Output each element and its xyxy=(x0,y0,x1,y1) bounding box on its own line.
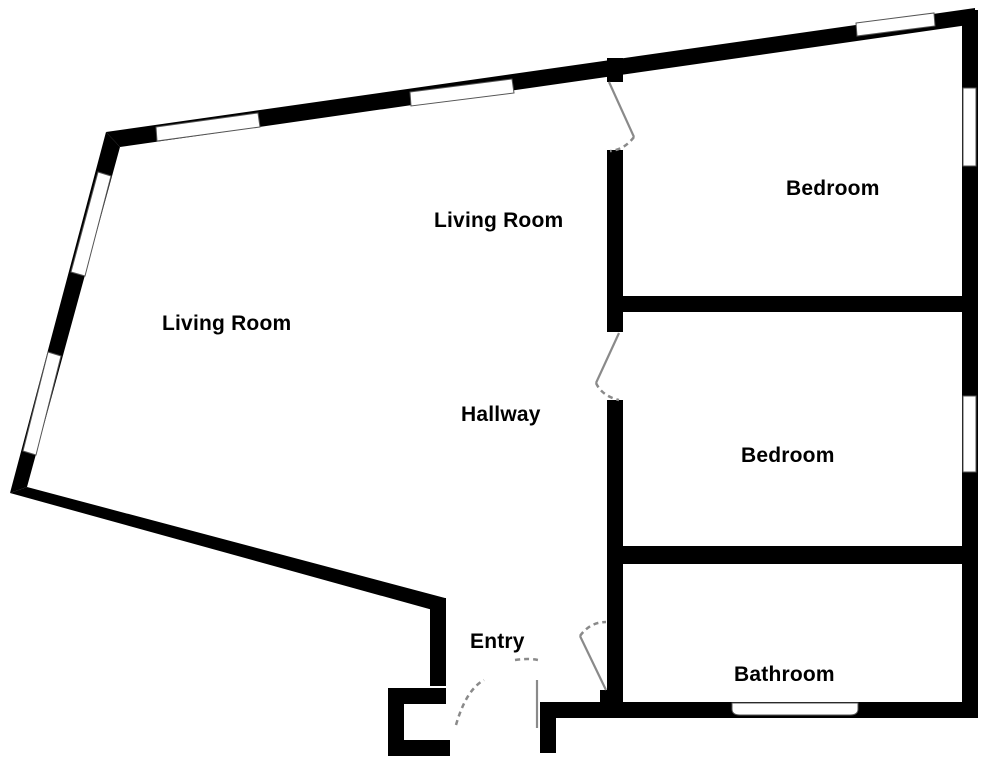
room-label-living-room-main: Living Room xyxy=(162,312,292,335)
interior-walls xyxy=(600,58,977,715)
room-label-bedroom-1: Bedroom xyxy=(786,177,880,200)
room-label-bathroom: Bathroom xyxy=(734,663,835,686)
room-label-hallway: Hallway xyxy=(461,403,541,426)
exterior-walls xyxy=(10,8,978,756)
room-label-entry: Entry xyxy=(470,630,525,653)
room-label-living-room-upper: Living Room xyxy=(434,209,564,232)
doors xyxy=(454,81,636,728)
room-label-bedroom-2: Bedroom xyxy=(741,444,835,467)
windows xyxy=(22,12,977,716)
